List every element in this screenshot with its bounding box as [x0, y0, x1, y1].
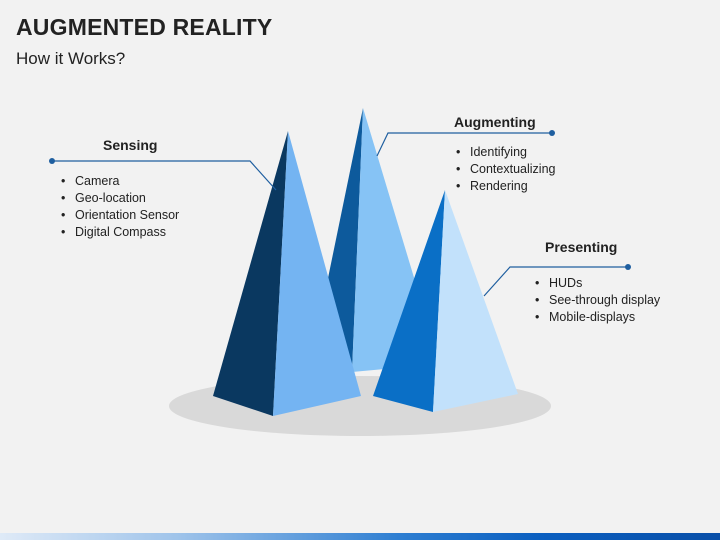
list-item: Rendering — [456, 178, 555, 195]
pyramid-sensing-light-face — [273, 131, 361, 416]
pyramid-sensing-dark-face — [213, 131, 288, 416]
sensing-heading: Sensing — [103, 137, 158, 153]
connector-sensing — [49, 158, 277, 191]
connector-augmenting-line — [376, 132, 552, 157]
pyramid-presenting-light-face — [433, 190, 518, 412]
list-item: Digital Compass — [61, 224, 179, 241]
pyramid-presenting — [373, 190, 518, 412]
slide-title: AUGMENTED REALITY — [16, 14, 273, 40]
sensing-list: Camera Geo-location Orientation Sensor D… — [61, 173, 179, 241]
list-item: See-through display — [535, 292, 660, 309]
list-item: Orientation Sensor — [61, 207, 179, 224]
augmenting-list: Identifying Contextualizing Rendering — [456, 144, 555, 195]
pyramid-sensing — [213, 131, 361, 416]
list-item: Contextualizing — [456, 161, 555, 178]
list-item: Identifying — [456, 144, 555, 161]
list-item: Camera — [61, 173, 179, 190]
connector-presenting-line — [483, 266, 628, 297]
pyramid-presenting-dark-face — [373, 190, 445, 412]
slide-subtitle: How it Works? — [16, 49, 126, 68]
presenting-list: HUDs See-through display Mobile-displays — [535, 275, 660, 326]
connector-augmenting — [376, 130, 555, 157]
presenting-heading: Presenting — [545, 239, 618, 255]
connector-presenting — [483, 264, 631, 297]
list-item: Mobile-displays — [535, 309, 660, 326]
list-item: HUDs — [535, 275, 660, 292]
connector-sensing-line — [52, 160, 277, 191]
augmenting-heading: Augmenting — [454, 114, 536, 130]
list-item: Geo-location — [61, 190, 179, 207]
bottom-accent-bar — [0, 533, 720, 540]
